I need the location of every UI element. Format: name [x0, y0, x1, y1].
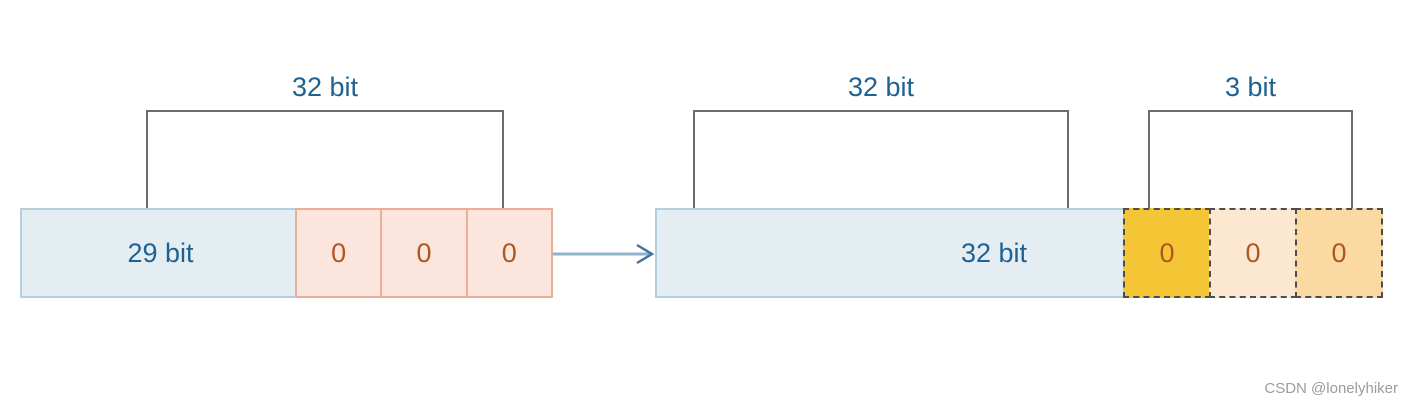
left-32bit-bracket	[146, 110, 504, 208]
right-zero-cell-1: 0	[1123, 208, 1211, 298]
left-zero-cells: 0 0 0	[295, 208, 553, 298]
right-3bit-bracket	[1148, 110, 1353, 210]
left-segment-label: 29 bit	[127, 237, 194, 268]
right-bit-box: 32 bit 0 0 0	[655, 208, 1383, 298]
left-zero-cell-2: 0	[380, 208, 468, 298]
left-zero-value-3: 0	[501, 237, 517, 268]
csdn-watermark: CSDN @lonelyhiker	[1264, 380, 1398, 397]
right-arrow	[553, 243, 655, 265]
right-zero-cell-2: 0	[1209, 208, 1297, 298]
right-box-bracket-label: 32 bit	[847, 72, 915, 102]
right-zero-value-1: 0	[1159, 237, 1175, 268]
left-zero-value-1: 0	[331, 237, 347, 268]
left-bracket-label: 32 bit	[291, 72, 359, 102]
right-zero-cell-3: 0	[1295, 208, 1383, 298]
right-cells-bracket-label: 3 bit	[1224, 72, 1277, 102]
left-zero-cell-1: 0	[295, 208, 383, 298]
left-zero-value-2: 0	[416, 237, 432, 268]
right-zero-value-3: 0	[1331, 237, 1347, 268]
right-32bit-bracket	[693, 110, 1069, 208]
right-zero-cells: 0 0 0	[1123, 208, 1383, 298]
left-bit-box: 29 bit 0 0 0	[20, 208, 553, 298]
right-segment-label: 32 bit	[960, 237, 1028, 268]
right-zero-value-2: 0	[1245, 237, 1261, 268]
left-zero-cell-3: 0	[465, 208, 553, 298]
